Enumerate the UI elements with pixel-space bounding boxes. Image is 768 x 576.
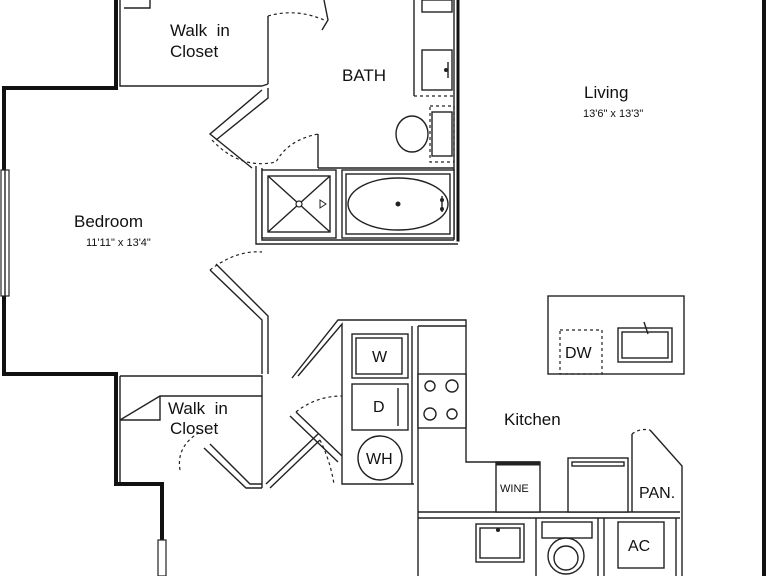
washer-box: [351, 333, 409, 379]
kitchen-label: Kitchen: [504, 410, 561, 429]
kitchen-door-swing: [319, 439, 335, 485]
closet-top-label-2: Closet: [170, 42, 218, 61]
lower-toilet-tank: [541, 521, 593, 539]
laundry-door-swing: [295, 395, 343, 413]
entry-jamb: [157, 539, 167, 576]
bedroom-label: Bedroom: [74, 212, 143, 231]
bath-label: BATH: [342, 66, 386, 85]
washer-label: W: [372, 349, 388, 366]
dishwasher-box: [559, 329, 603, 375]
dw-label: DW: [565, 345, 593, 362]
living-label: Living: [584, 83, 628, 102]
toilet-bowl: [395, 115, 429, 153]
toilet-tank: [431, 111, 453, 157]
sink-top: [421, 0, 453, 13]
wine-cooler: [495, 461, 541, 513]
room-labels: Walk in Closet BATH Living 13'6" x 13'3"…: [74, 21, 643, 438]
bath-fixtures: [261, 0, 455, 240]
cooktop: [417, 373, 467, 429]
kitchen-fixtures: [417, 295, 685, 575]
closet-bottom-label-2: Closet: [170, 419, 218, 438]
bedroom-door-swing: [209, 251, 263, 271]
left-exterior-wall: [2, 0, 164, 576]
closet-door-swing: [267, 12, 325, 21]
wh-label: WH: [366, 451, 393, 468]
living-dims: 13'6" x 13'3": [583, 108, 643, 120]
wine-label: WINE: [500, 483, 529, 495]
bedroom-dims: 11'11" x 13'4": [86, 237, 151, 249]
dryer-label: D: [373, 399, 385, 416]
bedroom-window: [0, 169, 10, 297]
lower-sink: [475, 523, 525, 563]
water-heater: [357, 435, 403, 481]
fridge: [567, 457, 629, 513]
appliance-labels: DW W D WH WINE PAN. AC: [366, 345, 675, 555]
door-swings: [178, 0, 651, 485]
closet-top-label-1: Walk in: [170, 21, 230, 40]
pantry-label: PAN.: [639, 485, 675, 502]
ac-label: AC: [628, 538, 650, 555]
ac-box: [617, 521, 665, 569]
laundry-fixtures: [351, 333, 409, 481]
interior-walls: [119, 0, 683, 576]
closet-bottom-label-1: Walk in: [168, 399, 228, 418]
lower-toilet-bowl: [547, 537, 585, 575]
pantry-door-swing: [631, 428, 651, 435]
island-sink: [617, 327, 673, 363]
